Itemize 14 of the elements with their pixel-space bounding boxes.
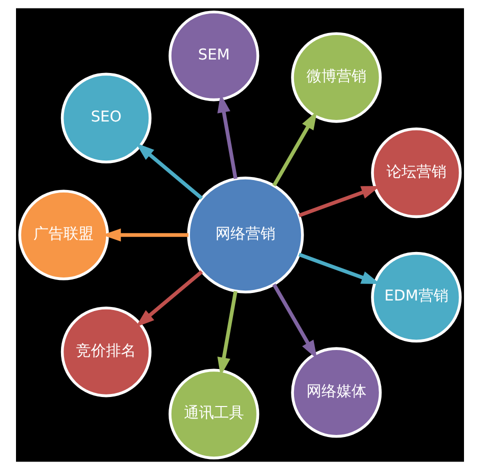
node-circle: 网络媒体 [291,347,382,438]
node-circle: 论坛营销 [371,128,462,218]
node-circle: 广告联盟 [18,190,109,280]
arrow [136,142,203,200]
arrow [272,283,318,360]
node-circle: 竞价排名 [60,306,152,398]
node-circle: EDM营销 [371,252,462,342]
arrow [272,110,318,187]
arrow [136,270,203,328]
node-circle: 网络营销 [187,176,304,294]
node-circle: 通讯工具 [168,368,260,460]
node-circle: SEM [168,10,260,102]
node-circle: 微博营销 [291,32,382,123]
node-circle: SEO [60,72,152,164]
